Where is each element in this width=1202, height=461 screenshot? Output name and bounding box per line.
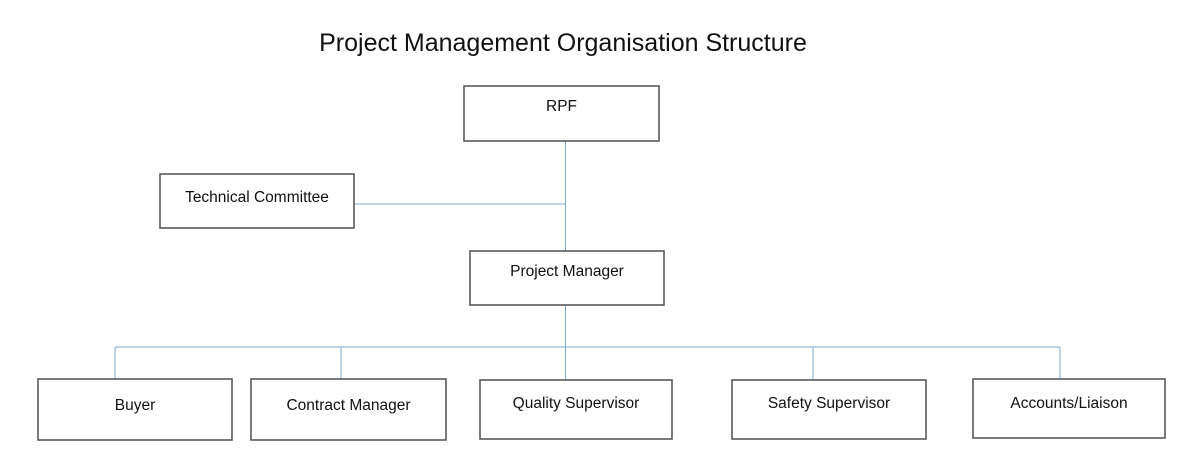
node-accounts-liaison-box[interactable] (972, 378, 1166, 439)
node-contract-manager[interactable]: Contract Manager (250, 378, 447, 441)
node-buyer-label: Buyer (115, 397, 156, 414)
node-technical-committee[interactable]: Technical Committee (159, 173, 355, 229)
node-project-manager[interactable]: Project Manager (469, 250, 665, 306)
node-project-manager-box[interactable] (469, 250, 665, 306)
node-quality-supervisor-label: Quality Supervisor (513, 395, 640, 412)
node-buyer[interactable]: Buyer (37, 378, 233, 441)
node-safety-supervisor-box[interactable] (731, 379, 927, 440)
connector-layer (114, 141, 1061, 380)
node-quality-supervisor-box[interactable] (479, 379, 673, 440)
node-rpf-box[interactable] (463, 85, 660, 142)
node-contract-manager-label: Contract Manager (286, 397, 410, 414)
node-buyer-box[interactable] (37, 378, 233, 441)
node-contract-manager-box[interactable] (250, 378, 447, 441)
node-project-manager-label: Project Manager (510, 263, 624, 280)
node-safety-supervisor[interactable]: Safety Supervisor (731, 379, 927, 440)
node-accounts-liaison-label: Accounts/Liaison (1010, 395, 1127, 412)
node-technical-committee-box[interactable] (159, 173, 355, 229)
node-rpf[interactable]: RPF (463, 85, 660, 142)
node-rpf-label: RPF (546, 98, 577, 115)
node-technical-committee-label: Technical Committee (185, 189, 329, 206)
node-quality-supervisor[interactable]: Quality Supervisor (479, 379, 673, 440)
node-accounts-liaison[interactable]: Accounts/Liaison (972, 378, 1166, 439)
node-safety-supervisor-label: Safety Supervisor (768, 395, 890, 412)
chart-title: Project Management Organisation Structur… (319, 29, 807, 57)
